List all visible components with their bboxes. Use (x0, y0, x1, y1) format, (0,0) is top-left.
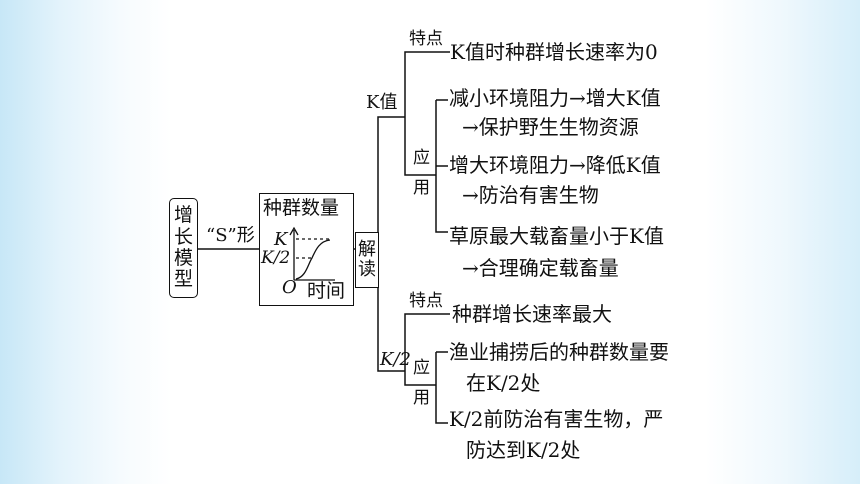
k2-feature-label: 特点 (409, 291, 443, 311)
s-curve-label: “S”形 (206, 225, 255, 246)
k2-application-2-line1: K/2前防治有害生物，严 (449, 407, 664, 431)
k2-feature-text: 种群增长速率最大 (452, 302, 612, 326)
k-application-1-line1: 减小环境阻力→增大K值 (449, 86, 661, 110)
root-char: 长 (173, 225, 193, 248)
graph-y-tick-k2: K/2 (261, 248, 291, 268)
interpret-node: 解 读 (355, 232, 379, 288)
k-feature-label: 特点 (409, 29, 443, 49)
s-curve-plot (289, 226, 335, 281)
k2-application-1-line2: 在K/2处 (466, 371, 541, 395)
root-char: 增 (173, 204, 193, 227)
k-feature-text: K值时种群增长速率为0 (450, 40, 658, 64)
k-application-3-line2: →合理确定载畜量 (462, 256, 619, 280)
graph-x-label: 时间 (307, 280, 346, 302)
graph-title: 种群数量 (263, 197, 340, 219)
k-apply-char: 用 (413, 178, 430, 198)
k-application-3-line1: 草原最大载畜量小于K值 (449, 224, 664, 248)
k2-application-1-line1: 渔业捕捞后的种群数量要 (449, 340, 669, 364)
k-branch-label: K值 (366, 94, 397, 112)
k-application-2-line2: →防治有害生物 (462, 183, 599, 207)
interpret-char: 解 (358, 238, 376, 260)
k2-application-2-line2: 防达到K/2处 (466, 438, 581, 462)
k2-apply-char: 用 (413, 388, 430, 408)
k-application-2-line1: 增大环境阻力→降低K值 (449, 153, 661, 177)
graph-y-tick-k: K (274, 229, 288, 250)
k-application-1-line2: →保护野生生物资源 (462, 115, 639, 139)
s-curve-graph: 种群数量 K K/2 O 时间 (259, 193, 354, 306)
k2-apply-char: 应 (413, 358, 430, 378)
k-apply-char: 应 (413, 148, 430, 168)
graph-origin: O (282, 277, 297, 298)
root-char: 模 (173, 247, 193, 269)
root-node: 增 长 模 型 (169, 198, 198, 298)
root-char: 型 (173, 268, 193, 291)
k2-branch-label: K/2 (380, 349, 411, 370)
k-branch-label-text: K值 (366, 92, 398, 113)
interpret-char: 读 (358, 259, 376, 280)
